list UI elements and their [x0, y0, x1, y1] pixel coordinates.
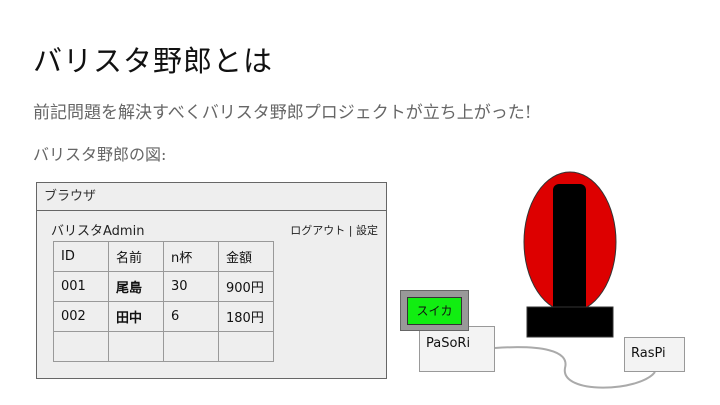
table-header-row: ID 名前 n杯 金額 — [53, 241, 274, 272]
cell-cups — [163, 331, 219, 362]
pasori-label: PaSoRi — [426, 336, 471, 351]
logout-link[interactable]: ログアウト — [290, 224, 346, 237]
pasori-reader: PaSoRi — [419, 326, 495, 372]
cell-id: 002 — [53, 301, 109, 332]
cell-amount: 900円 — [218, 271, 274, 302]
suica-card: スイカ — [407, 297, 462, 325]
barista-machine-base — [526, 306, 614, 338]
column-header-id: ID — [53, 241, 109, 272]
cell-cups: 30 — [163, 271, 219, 302]
column-header-name: 名前 — [108, 241, 164, 272]
table-row — [53, 331, 274, 362]
header-links: ログアウト | 設定 — [290, 222, 378, 238]
barista-machine-body — [523, 171, 617, 313]
slide-subtitle: 前記問題を解決すべくバリスタ野郎プロジェクトが立ち上がった! — [33, 103, 532, 123]
browser-window-title: ブラウザ — [37, 183, 386, 211]
cell-id — [53, 331, 109, 362]
cell-name — [108, 331, 164, 362]
cell-amount — [218, 331, 274, 362]
table-row: 001 尾島 30 900円 — [53, 271, 274, 302]
settings-link[interactable]: 設定 — [356, 224, 378, 237]
table-row: 002 田中 6 180円 — [53, 301, 274, 332]
cell-id: 001 — [53, 271, 109, 302]
app-title: バリスタAdmin — [51, 224, 145, 239]
cell-cups: 6 — [163, 301, 219, 332]
card-holder: スイカ — [400, 290, 469, 331]
slide-title: バリスタ野郎とは — [33, 44, 274, 78]
user-table: ID 名前 n杯 金額 001 尾島 30 900円 002 田中 6 180円 — [53, 241, 274, 362]
column-header-cups: n杯 — [163, 241, 219, 272]
browser-window: ブラウザ バリスタAdmin ログアウト | 設定 ID 名前 n杯 金額 00… — [36, 182, 387, 379]
raspi-label: RasPi — [631, 346, 666, 361]
raspberry-pi: RasPi — [624, 337, 685, 372]
cell-name: 田中 — [108, 301, 164, 332]
column-header-amount: 金額 — [218, 241, 274, 272]
cell-amount: 180円 — [218, 301, 274, 332]
header-separator: | — [348, 224, 353, 237]
diagram-caption: バリスタ野郎の図: — [33, 145, 167, 164]
cell-name: 尾島 — [108, 271, 164, 302]
barista-machine-core — [553, 184, 586, 312]
